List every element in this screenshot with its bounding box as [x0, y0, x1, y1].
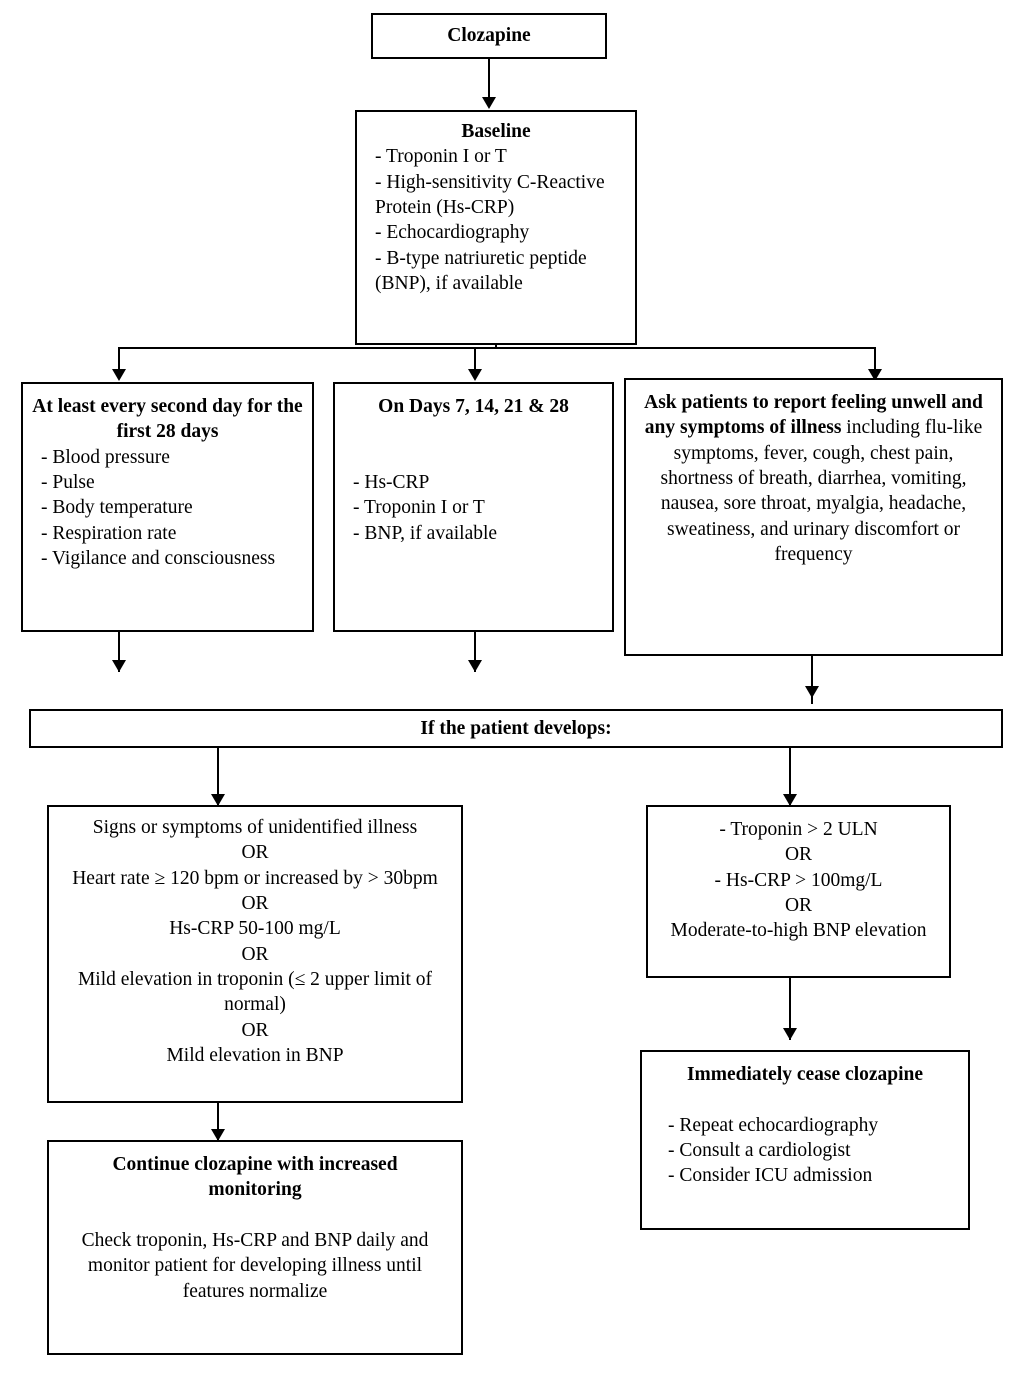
- node-severe-criteria[interactable]: - Troponin > 2 ULN OR - Hs-CRP > 100mg/L…: [646, 805, 951, 978]
- node-baseline-item-2: - Echocardiography: [375, 222, 530, 244]
- connector-ask-patients-to-develops: [811, 656, 813, 704]
- node-cease-clozapine-heading: Immediately cease clozapine: [686, 1064, 924, 1085]
- arrowhead-baseline-to-vitals: [112, 369, 126, 381]
- node-clozapine-label: Clozapine: [447, 25, 531, 46]
- node-scheduled-tests-item-0: - Hs-CRP: [353, 472, 430, 494]
- node-scheduled-tests-item-1: - Troponin I or T: [353, 497, 485, 519]
- connector-baseline-to-vitals: [118, 347, 120, 373]
- connector-vitals-to-develops: [118, 632, 120, 672]
- spacer: [343, 419, 604, 444]
- node-mild-criteria-line-8: Mild elevation in BNP: [166, 1045, 344, 1067]
- node-vitals-item-2: - Body temperature: [41, 497, 193, 519]
- node-cease-clozapine[interactable]: Immediately cease clozapine - Repeat ech…: [640, 1050, 970, 1230]
- connector-develops-to-severe: [789, 748, 791, 806]
- connector-develops-to-mild: [217, 748, 219, 806]
- node-continue-clozapine[interactable]: Continue clozapine with increased monito…: [47, 1140, 463, 1355]
- arrowhead-scheduled-tests-to-develops: [468, 660, 482, 672]
- node-continue-clozapine-body: Check troponin, Hs-CRP and BNP daily and…: [81, 1230, 429, 1302]
- node-vitals-item-4: - Vigilance and consciousness: [41, 548, 276, 570]
- node-ask-patients-regular-text: including flu-like symptoms, fever, coug…: [660, 417, 983, 566]
- node-mild-criteria-line-4: Hs-CRP 50-100 mg/L: [169, 918, 341, 940]
- node-vitals-item-0: - Blood pressure: [41, 446, 170, 468]
- node-mild-criteria-line-2: Heart rate ≥ 120 bpm or increased by > 3…: [72, 867, 438, 889]
- node-if-patient-develops-label: If the patient develops:: [420, 718, 612, 739]
- node-mild-criteria-line-0: Signs or symptoms of unidentified illnes…: [92, 817, 418, 838]
- node-baseline-item-1: - High-sensitivity C-Reactive Protein (H…: [375, 171, 605, 219]
- node-vitals-item-1: - Pulse: [41, 472, 95, 494]
- node-cease-clozapine-item-1: - Consult a cardiologist: [668, 1140, 851, 1162]
- arrowhead-develops-to-mild: [211, 794, 225, 806]
- node-vitals[interactable]: At least every second day for the first …: [21, 382, 314, 632]
- node-severe-criteria-line-3: OR: [784, 895, 813, 917]
- arrowhead-develops-to-severe: [783, 794, 797, 806]
- connector-baseline-to-scheduled-tests: [474, 347, 476, 373]
- node-continue-clozapine-heading: Continue clozapine with increased monito…: [112, 1154, 398, 1201]
- node-mild-criteria-line-3: OR: [241, 893, 269, 915]
- node-clozapine[interactable]: Clozapine: [371, 13, 607, 59]
- node-severe-criteria-line-0: - Troponin > 2 ULN: [719, 819, 878, 840]
- arrowhead-mild-to-continue: [211, 1129, 225, 1141]
- node-baseline-item-3: - B-type natriuretic peptide (BNP), if a…: [375, 247, 587, 295]
- arrowhead-clozapine-to-baseline: [482, 97, 496, 109]
- node-cease-clozapine-item-2: - Consider ICU admission: [668, 1165, 873, 1187]
- node-cease-clozapine-item-0: - Repeat echocardiography: [668, 1114, 879, 1136]
- connector-baseline-to-ask-patients: [874, 347, 876, 373]
- connector-scheduled-tests-to-develops: [474, 632, 476, 672]
- node-baseline[interactable]: Baseline - Troponin I or T - High-sensit…: [355, 110, 637, 345]
- node-scheduled-tests-item-2: - BNP, if available: [353, 522, 498, 544]
- node-ask-patients[interactable]: Ask patients to report feeling unwell an…: [624, 378, 1003, 656]
- connector-baseline-bus: [118, 347, 876, 349]
- arrowhead-severe-to-cease: [783, 1028, 797, 1040]
- node-mild-criteria-line-1: OR: [241, 842, 269, 864]
- node-baseline-heading: Baseline: [461, 121, 531, 142]
- node-mild-criteria-line-7: OR: [241, 1019, 269, 1041]
- spacer: [343, 445, 604, 470]
- arrowhead-ask-patients-to-develops: [805, 686, 819, 698]
- spacer: [65, 1203, 445, 1228]
- node-mild-criteria-line-5: OR: [241, 943, 269, 965]
- connector-mild-to-continue: [217, 1103, 219, 1141]
- node-mild-criteria[interactable]: Signs or symptoms of unidentified illnes…: [47, 805, 463, 1103]
- node-severe-criteria-line-4: Moderate-to-high BNP elevation: [670, 920, 927, 942]
- connector-severe-to-cease: [789, 978, 791, 1040]
- connector-clozapine-to-baseline: [488, 59, 490, 101]
- node-scheduled-tests[interactable]: On Days 7, 14, 21 & 28 - Hs-CRP - Tropon…: [333, 382, 614, 632]
- node-if-patient-develops[interactable]: If the patient develops:: [29, 709, 1003, 748]
- node-scheduled-tests-heading: On Days 7, 14, 21 & 28: [378, 396, 569, 417]
- arrowhead-baseline-to-scheduled-tests: [468, 369, 482, 381]
- node-vitals-item-3: - Respiration rate: [41, 522, 177, 544]
- node-ask-patients-bold-text: Ask patients to report feeling unwell an…: [644, 392, 983, 439]
- spacer: [650, 1087, 960, 1112]
- node-vitals-heading: At least every second day for the first …: [32, 396, 303, 443]
- node-mild-criteria-line-6: Mild elevation in troponin (≤ 2 upper li…: [77, 969, 433, 1016]
- node-severe-criteria-line-2: - Hs-CRP > 100mg/L: [714, 869, 883, 891]
- node-severe-criteria-line-1: OR: [784, 844, 813, 866]
- node-baseline-item-0: - Troponin I or T: [375, 146, 507, 168]
- arrowhead-vitals-to-develops: [112, 660, 126, 672]
